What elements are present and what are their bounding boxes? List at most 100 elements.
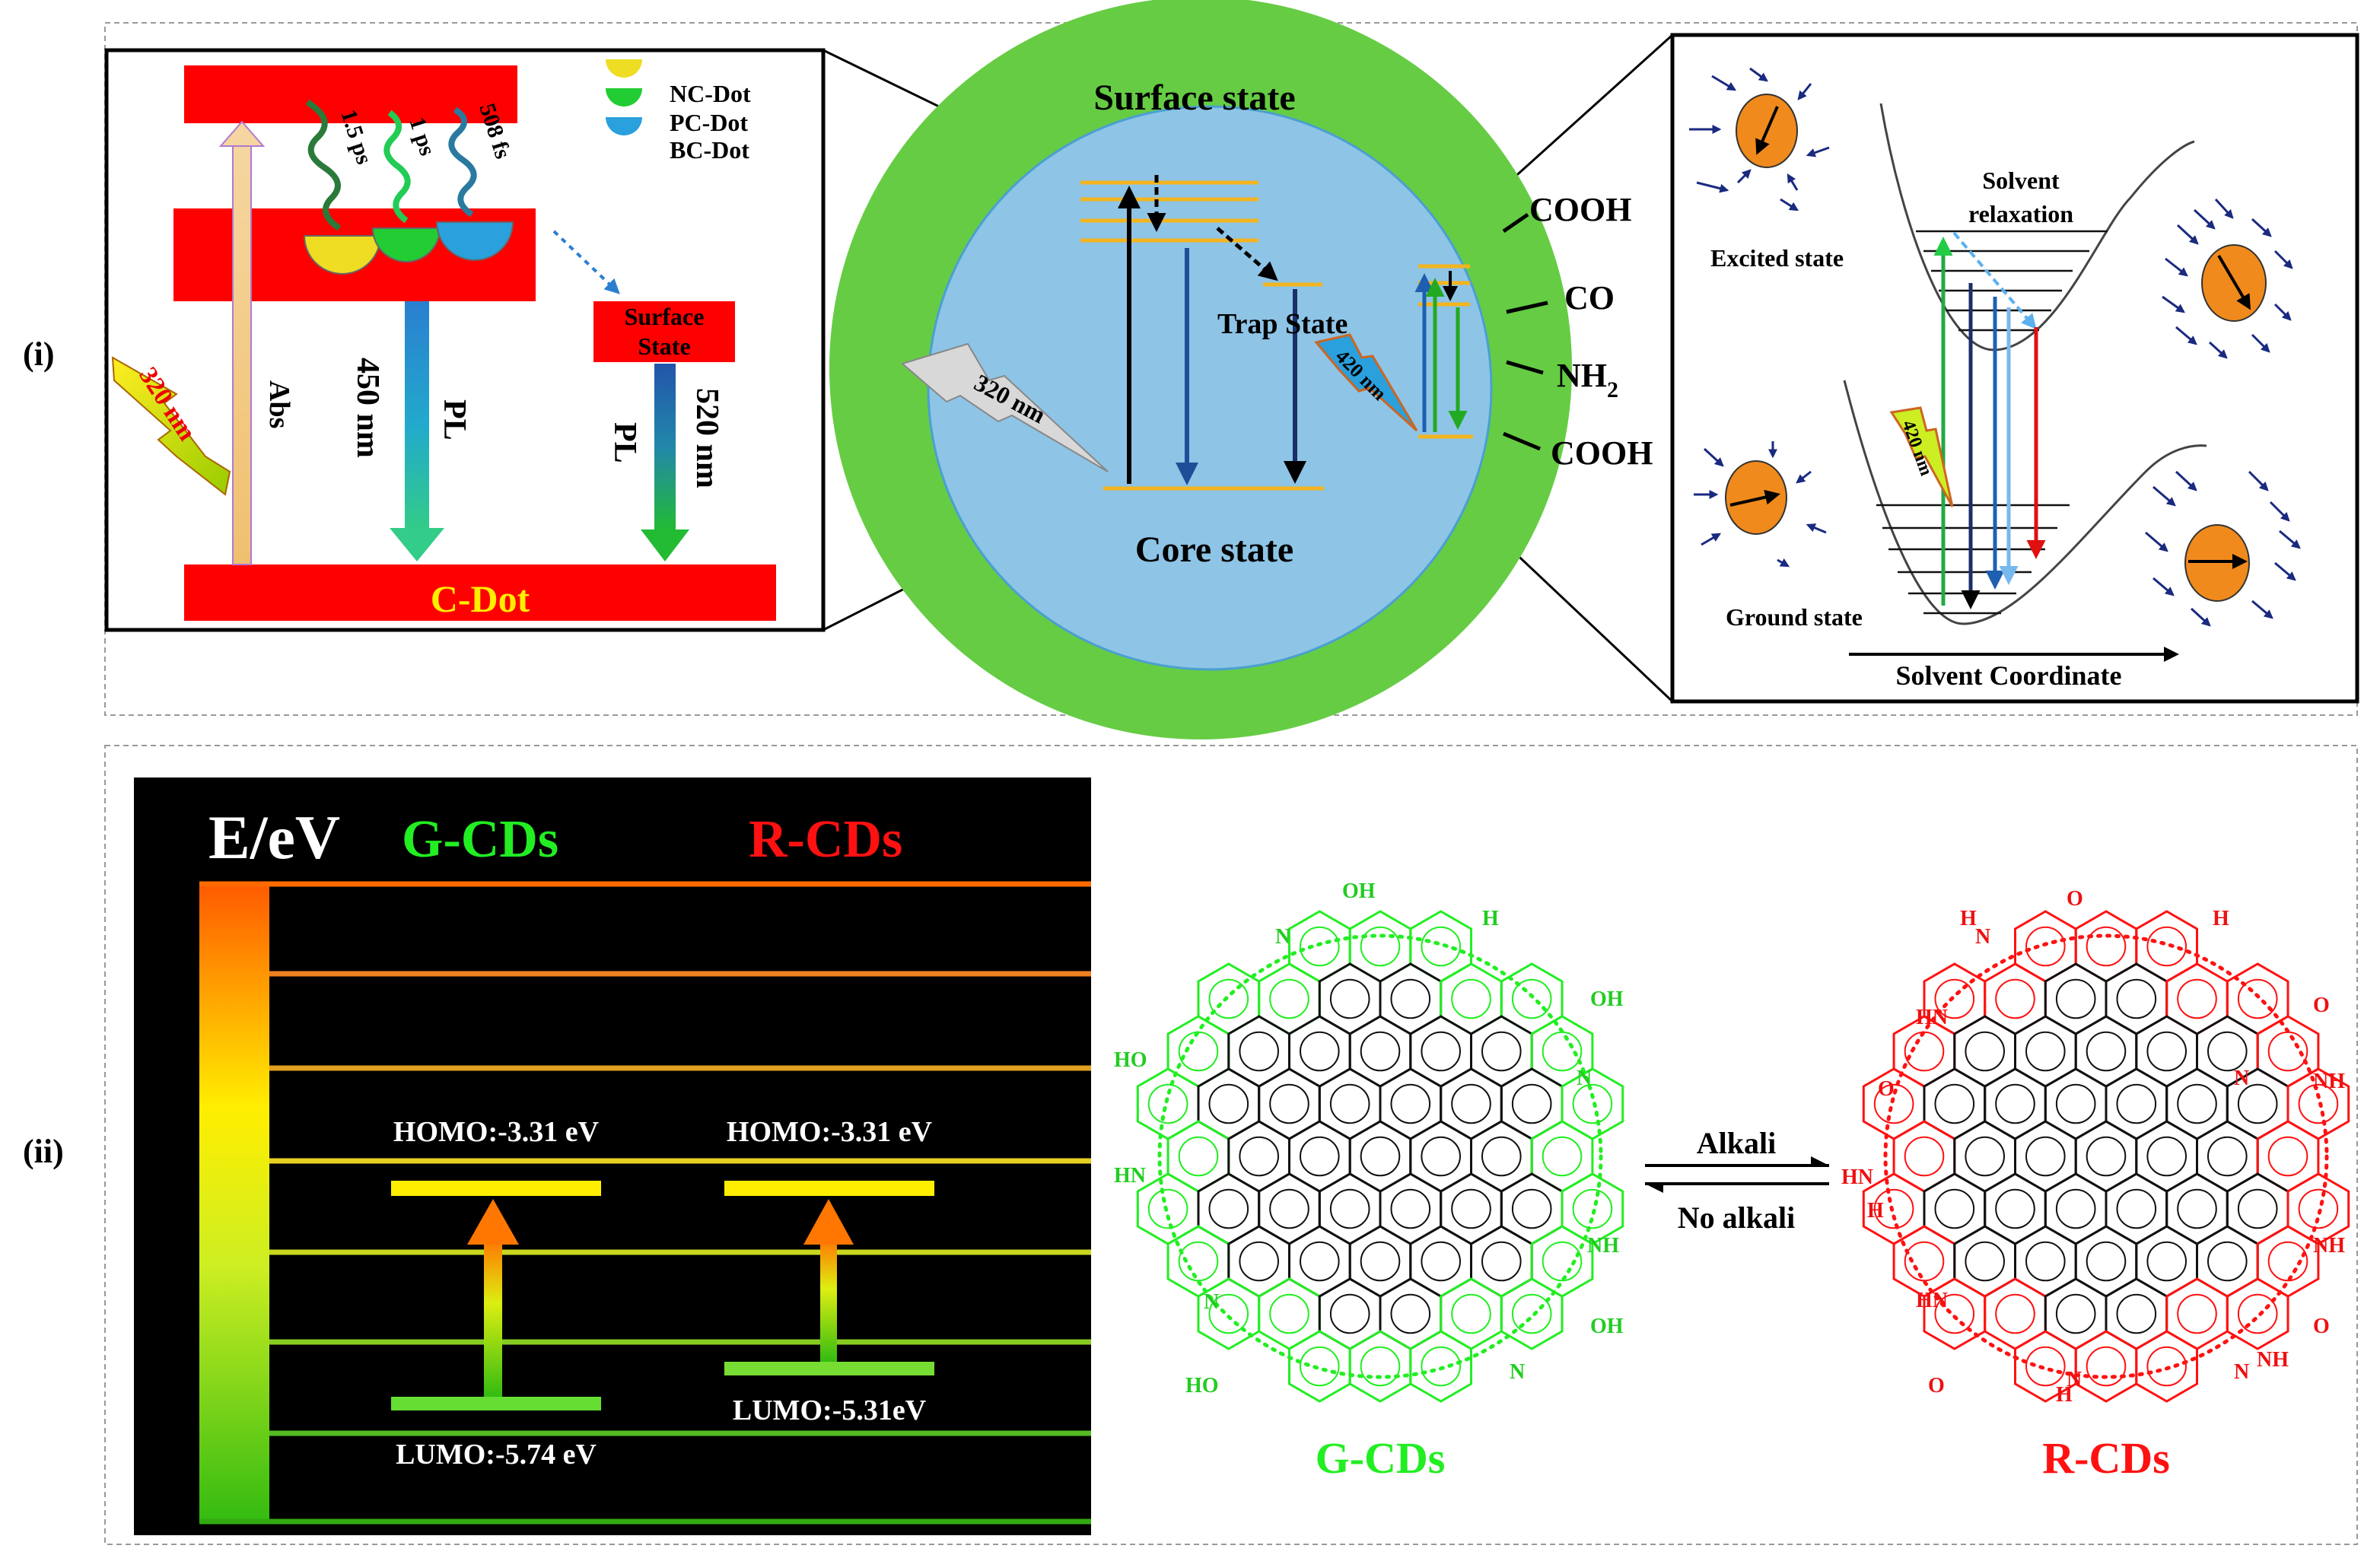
g-cds-aromatic-ring <box>1269 1083 1309 1124</box>
g-cds-hex-ring <box>1530 1120 1594 1193</box>
pl520-arrow-shaft <box>654 364 676 531</box>
r-cds-aromatic-ring <box>2146 926 2187 967</box>
g-atom-h-top: H <box>1482 907 1499 930</box>
r-cds-aromatic-ring <box>1904 1031 1945 1072</box>
r-cds-aromatic-ring <box>2086 1241 2127 1282</box>
r-cds-aromatic-ring <box>2237 978 2278 1019</box>
solvent-relaxation-label-1: Solvent <box>1982 167 2060 194</box>
r-cds-aromatic-ring <box>2237 1188 2278 1229</box>
g-atom-n-2: N <box>1577 1067 1592 1090</box>
g-cds-hex-ring <box>1227 1120 1290 1193</box>
g-cds-aromatic-ring <box>1421 926 1461 967</box>
r-cds-hex-ring <box>1984 1067 2047 1140</box>
r-cds-aromatic-ring <box>2116 1293 2157 1334</box>
g-atom-oh-bottom: OH <box>1590 1315 1624 1338</box>
g-gap-arrow-shaft <box>484 1240 502 1397</box>
r-cds-aromatic-ring <box>2177 1188 2217 1229</box>
solute-excited-right-icon <box>2162 198 2293 359</box>
pl450-wavelength-label: 450 nm <box>350 358 385 458</box>
g-cds-hex-ring <box>1258 1067 1321 1140</box>
r-atom-nh-bottom-right: NH <box>2257 1348 2289 1372</box>
g-cds-hex-ring <box>1318 1277 1382 1350</box>
r-atom-n-bottom: N <box>2234 1360 2249 1384</box>
r-cds-aromatic-ring <box>2055 1083 2096 1124</box>
g-cds-aromatic-ring <box>1481 1031 1522 1072</box>
core-region <box>927 105 1493 671</box>
r-cds-column-title: R-CDs <box>749 810 902 869</box>
pl520-arrow-head <box>641 529 689 561</box>
g-cds-hex-ring <box>1197 1277 1261 1350</box>
alkali-label: Alkali <box>1697 1126 1776 1160</box>
r-cds-hex-ring <box>2226 962 2289 1035</box>
r-atom-o-left: O <box>1878 1077 1895 1101</box>
energy-level-diagram: E/eV G-CDs R-CDs HOMO:-3.31 eV LUMO:-5.7… <box>134 778 1091 1535</box>
g-cds-hex-ring <box>1379 1277 1443 1350</box>
g-cds-aromatic-ring <box>1542 1136 1583 1177</box>
g-cds-aromatic-ring <box>1390 1083 1431 1124</box>
g-cds-aromatic-ring <box>1147 1188 1188 1229</box>
r-cds-caption: R-CDs <box>2042 1433 2170 1483</box>
r-cds-hex-ring <box>2256 1120 2320 1193</box>
r-cds-aromatic-ring <box>1965 1241 2005 1282</box>
r-cds-aromatic-ring <box>2055 1293 2096 1334</box>
r-atom-o-right-bottom: O <box>2313 1315 2330 1338</box>
g-cds-aromatic-ring <box>1208 1188 1249 1229</box>
center-cdot-model: Surface state Core state Trap State 320 … <box>829 0 1653 739</box>
g-cds-aromatic-ring <box>1421 1346 1461 1387</box>
r-cds-dotted-outline <box>1883 933 2329 1379</box>
g-cds-aromatic-ring <box>1390 1293 1431 1334</box>
r-cds-aromatic-ring <box>2086 1031 2127 1072</box>
r-cds-hex-ring <box>1953 1120 2016 1193</box>
r-cds-hex-ring <box>2044 962 2108 1035</box>
legend-bc-label: BC-Dot <box>670 136 749 164</box>
g-cds-hex-ring <box>1530 1225 1594 1298</box>
panel-ii-label: (ii) <box>23 1133 64 1170</box>
r-cds-aromatic-ring <box>2207 1031 2248 1072</box>
g-cds-hex-ring <box>1136 1067 1200 1140</box>
r-cds-hex-ring <box>2044 1277 2108 1350</box>
r-cds-aromatic-ring <box>2237 1083 2278 1124</box>
r-cds-aromatic-ring <box>2207 1136 2248 1177</box>
legend-nc-icon <box>606 59 642 78</box>
g-atom-nh-right: NH <box>1587 1234 1619 1258</box>
g-cds-hex-ring <box>1288 1015 1351 1088</box>
g-cds-hex-ring <box>1258 1172 1321 1245</box>
g-atom-oh-right: OH <box>1590 987 1624 1011</box>
r-cds-aromatic-ring <box>2025 1136 2066 1177</box>
g-cds-aromatic-ring <box>1390 978 1431 1019</box>
panel-ii-border <box>104 745 2358 1545</box>
r-cds-hex-ring <box>2105 962 2168 1035</box>
g-cds-hex-ring <box>1500 1172 1564 1245</box>
abs-label: Abs <box>263 380 295 428</box>
g-cds-aromatic-ring <box>1178 1031 1219 1072</box>
r-cds-aromatic-ring <box>2207 1241 2248 1282</box>
r-cds-hex-ring <box>2105 1067 2168 1140</box>
g-cds-hex-ring <box>1166 1120 1230 1193</box>
r-atom-o-right-top: O <box>2313 994 2330 1017</box>
relaxation-dashed-arrow <box>1952 231 2037 330</box>
g-cds-hex-ring <box>1379 1067 1443 1140</box>
g-atom-oh-top: OH <box>1342 879 1376 903</box>
r-cds-atom-labels: O H H O HN NH O HN NH HN O N NH O N N H … <box>1841 887 2345 1407</box>
energy-diagram-bg <box>134 778 1091 1535</box>
g-cds-aromatic-ring <box>1451 1188 1491 1229</box>
r-atom-n-right: N <box>2234 1067 2249 1090</box>
g-cds-caption: G-CDs <box>1316 1433 1446 1483</box>
r-cds-hex-ring <box>1984 962 2047 1035</box>
r-homo-level <box>724 1181 934 1196</box>
energy-grid-lines <box>199 881 1091 1525</box>
g-cds-hex-ring <box>1227 1225 1290 1298</box>
r-atom-nh-right-1: NH <box>2313 1070 2345 1093</box>
r-cds-hex-ring <box>2256 1225 2320 1298</box>
g-cds-hex-ring <box>1288 1120 1351 1193</box>
left-energy-diagram: C-Dot Abs 320 nm PL 450 nm Surface State… <box>104 48 826 632</box>
panel-i-label: (i) <box>23 335 55 373</box>
r-cds-aromatic-ring <box>2146 1136 2187 1177</box>
g-cds-aromatic-ring <box>1300 1241 1340 1282</box>
r-cds-hex-ring <box>2074 1120 2138 1193</box>
r-cds-hex-ring <box>2105 1277 2168 1350</box>
cdot-label: C-Dot <box>431 577 530 620</box>
legend-pc-icon <box>606 88 642 107</box>
center-excitation-bolt-2-icon <box>1314 333 1418 432</box>
g-cds-aromatic-ring <box>1360 1241 1401 1282</box>
